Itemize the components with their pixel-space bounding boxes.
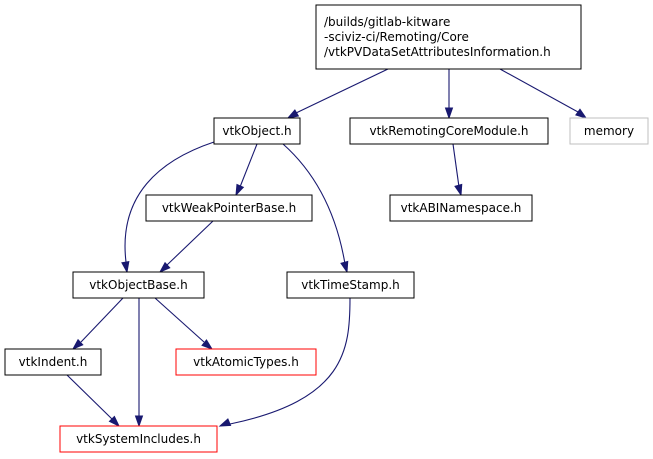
node-label: /builds/gitlab-kitware [324, 15, 450, 29]
edge-root-to-memory [499, 68, 588, 119]
node-vtkRemotingCoreModule[interactable]: vtkRemotingCoreModule.h [349, 117, 549, 145]
edge-vtkIndent-to-vtkSystemIncludes [66, 374, 121, 428]
edge-line [295, 68, 389, 114]
edge-vtkObjectBase-to-vtkIndent [71, 297, 124, 351]
node-memory[interactable]: memory [569, 117, 649, 145]
edge-line [80, 297, 124, 343]
node-box [349, 117, 549, 145]
arrow-head-icon [218, 418, 232, 427]
node-vtkObjectBase[interactable]: vtkObjectBase.h [72, 271, 205, 299]
edge-vtkObject-to-vtkObjectBase [121, 141, 215, 274]
node-box [175, 348, 317, 376]
node-label: vtkIndent.h [19, 355, 88, 369]
edge-root-to-vtkObject [286, 68, 389, 119]
node-vtkAtomicTypes[interactable]: vtkAtomicTypes.h [175, 348, 317, 376]
edge-line [124, 141, 215, 263]
node-label: -sciviz-ci/Remoting/Core [324, 30, 469, 44]
node-label: vtkSystemIncludes.h [76, 432, 201, 446]
edge-line [239, 143, 258, 188]
arrow-head-icon [201, 339, 214, 350]
edge-line [499, 68, 579, 113]
arrow-head-icon [575, 108, 588, 119]
arrow-head-icon [340, 260, 349, 274]
arrow-head-icon [454, 183, 463, 197]
arrow-head-icon [286, 109, 300, 119]
edge-line [452, 143, 460, 188]
arrow-head-icon [235, 183, 245, 197]
node-vtkWeakPointerBase[interactable]: vtkWeakPointerBase.h [145, 194, 313, 222]
node-vtkTimeStamp[interactable]: vtkTimeStamp.h [286, 271, 415, 299]
node-box [569, 117, 649, 145]
node-box [59, 425, 218, 453]
node-label: vtkAtomicTypes.h [193, 355, 299, 369]
edge-vtkObjectBase-to-vtkSystemIncludes [134, 298, 144, 428]
arrow-head-icon [158, 261, 171, 274]
edge-line [282, 143, 346, 265]
node-label: memory [584, 124, 634, 138]
arrow-head-icon [134, 415, 144, 428]
edge-vtkObject-to-vtkTimeStamp [282, 143, 349, 274]
arrow-head-icon [71, 338, 84, 351]
node-box [213, 117, 301, 145]
arrow-head-icon [108, 415, 121, 428]
arrow-head-icon [444, 107, 454, 120]
node-vtkABINamespace[interactable]: vtkABINamespace.h [389, 194, 533, 222]
edge-vtkWeakPointerBase-to-vtkObjectBase [158, 220, 214, 274]
node-root: /builds/gitlab-kitware-sciviz-ci/Remotin… [315, 4, 582, 70]
edge-line [166, 220, 214, 266]
edge-root-to-vtkRemotingCoreModule [444, 69, 454, 120]
node-box [4, 348, 102, 376]
edges-layer [66, 68, 588, 428]
edge-line [66, 374, 113, 420]
node-vtkSystemIncludes[interactable]: vtkSystemIncludes.h [59, 425, 218, 453]
node-label: /vtkPVDataSetAttributesInformation.h [324, 45, 551, 59]
edge-vtkTimeStamp-to-vtkSystemIncludes [218, 297, 351, 427]
edge-line [229, 297, 351, 425]
node-box [72, 271, 205, 299]
node-label: vtkObjectBase.h [89, 278, 187, 292]
node-box [315, 4, 582, 70]
node-label: vtkTimeStamp.h [301, 278, 400, 292]
node-box [145, 194, 313, 222]
node-label: vtkObject.h [222, 124, 291, 138]
node-label: vtkWeakPointerBase.h [162, 201, 296, 215]
node-box [286, 271, 415, 299]
node-label: vtkABINamespace.h [401, 201, 522, 215]
node-label: vtkRemotingCoreModule.h [369, 124, 528, 138]
node-box [389, 194, 533, 222]
node-vtkIndent[interactable]: vtkIndent.h [4, 348, 102, 376]
edge-vtkObjectBase-to-vtkAtomicTypes [154, 297, 214, 350]
node-vtkObject[interactable]: vtkObject.h [213, 117, 301, 145]
edge-vtkObject-to-vtkWeakPointerBase [235, 143, 258, 197]
nodes-layer: /builds/gitlab-kitware-sciviz-ci/Remotin… [4, 4, 649, 453]
arrow-head-icon [121, 260, 130, 274]
edge-vtkRemotingCoreModule-to-vtkABINamespace [452, 143, 463, 197]
edge-line [154, 297, 205, 343]
